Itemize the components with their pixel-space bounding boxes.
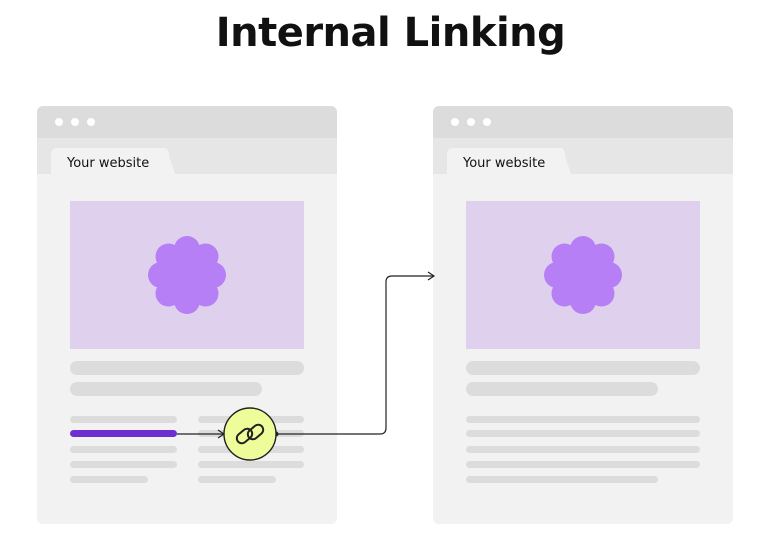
text-line	[466, 416, 700, 423]
tab-label: Your website	[463, 156, 546, 171]
browser-tab	[51, 148, 169, 174]
text-line	[70, 461, 177, 468]
hero-image	[466, 201, 700, 349]
connector-path	[276, 275, 433, 435]
text-line	[466, 430, 700, 437]
window-top-bar	[433, 106, 733, 138]
hero-image	[70, 201, 304, 349]
window-dot	[87, 118, 95, 126]
subheading-placeholder	[466, 382, 658, 396]
text-line	[466, 461, 700, 468]
flower-icon	[148, 236, 226, 314]
arrowhead	[427, 271, 436, 281]
subheading-placeholder	[70, 382, 262, 396]
diagram-title: Internal Linking	[215, 10, 566, 56]
window-dot	[483, 118, 491, 126]
text-line	[466, 446, 700, 453]
internal-link-highlight[interactable]	[70, 430, 177, 437]
text-line	[466, 476, 658, 483]
text-line	[70, 476, 148, 483]
text-line	[198, 461, 304, 468]
heading-placeholder	[466, 361, 700, 375]
window-dot	[467, 118, 475, 126]
link-circle[interactable]	[223, 407, 277, 461]
window-dot	[55, 118, 63, 126]
browser-tab	[447, 148, 565, 174]
text-line	[70, 446, 177, 453]
flower-icon	[544, 236, 622, 314]
text-line	[198, 476, 276, 483]
window-dot	[71, 118, 79, 126]
heading-placeholder	[70, 361, 304, 375]
target-page-window: Your website	[433, 106, 733, 524]
window-dot	[451, 118, 459, 126]
window-top-bar	[37, 106, 337, 138]
chain-link-icon	[235, 423, 265, 445]
source-page-window: Your website	[37, 106, 337, 524]
tab-label: Your website	[67, 156, 150, 171]
text-line	[70, 416, 177, 423]
